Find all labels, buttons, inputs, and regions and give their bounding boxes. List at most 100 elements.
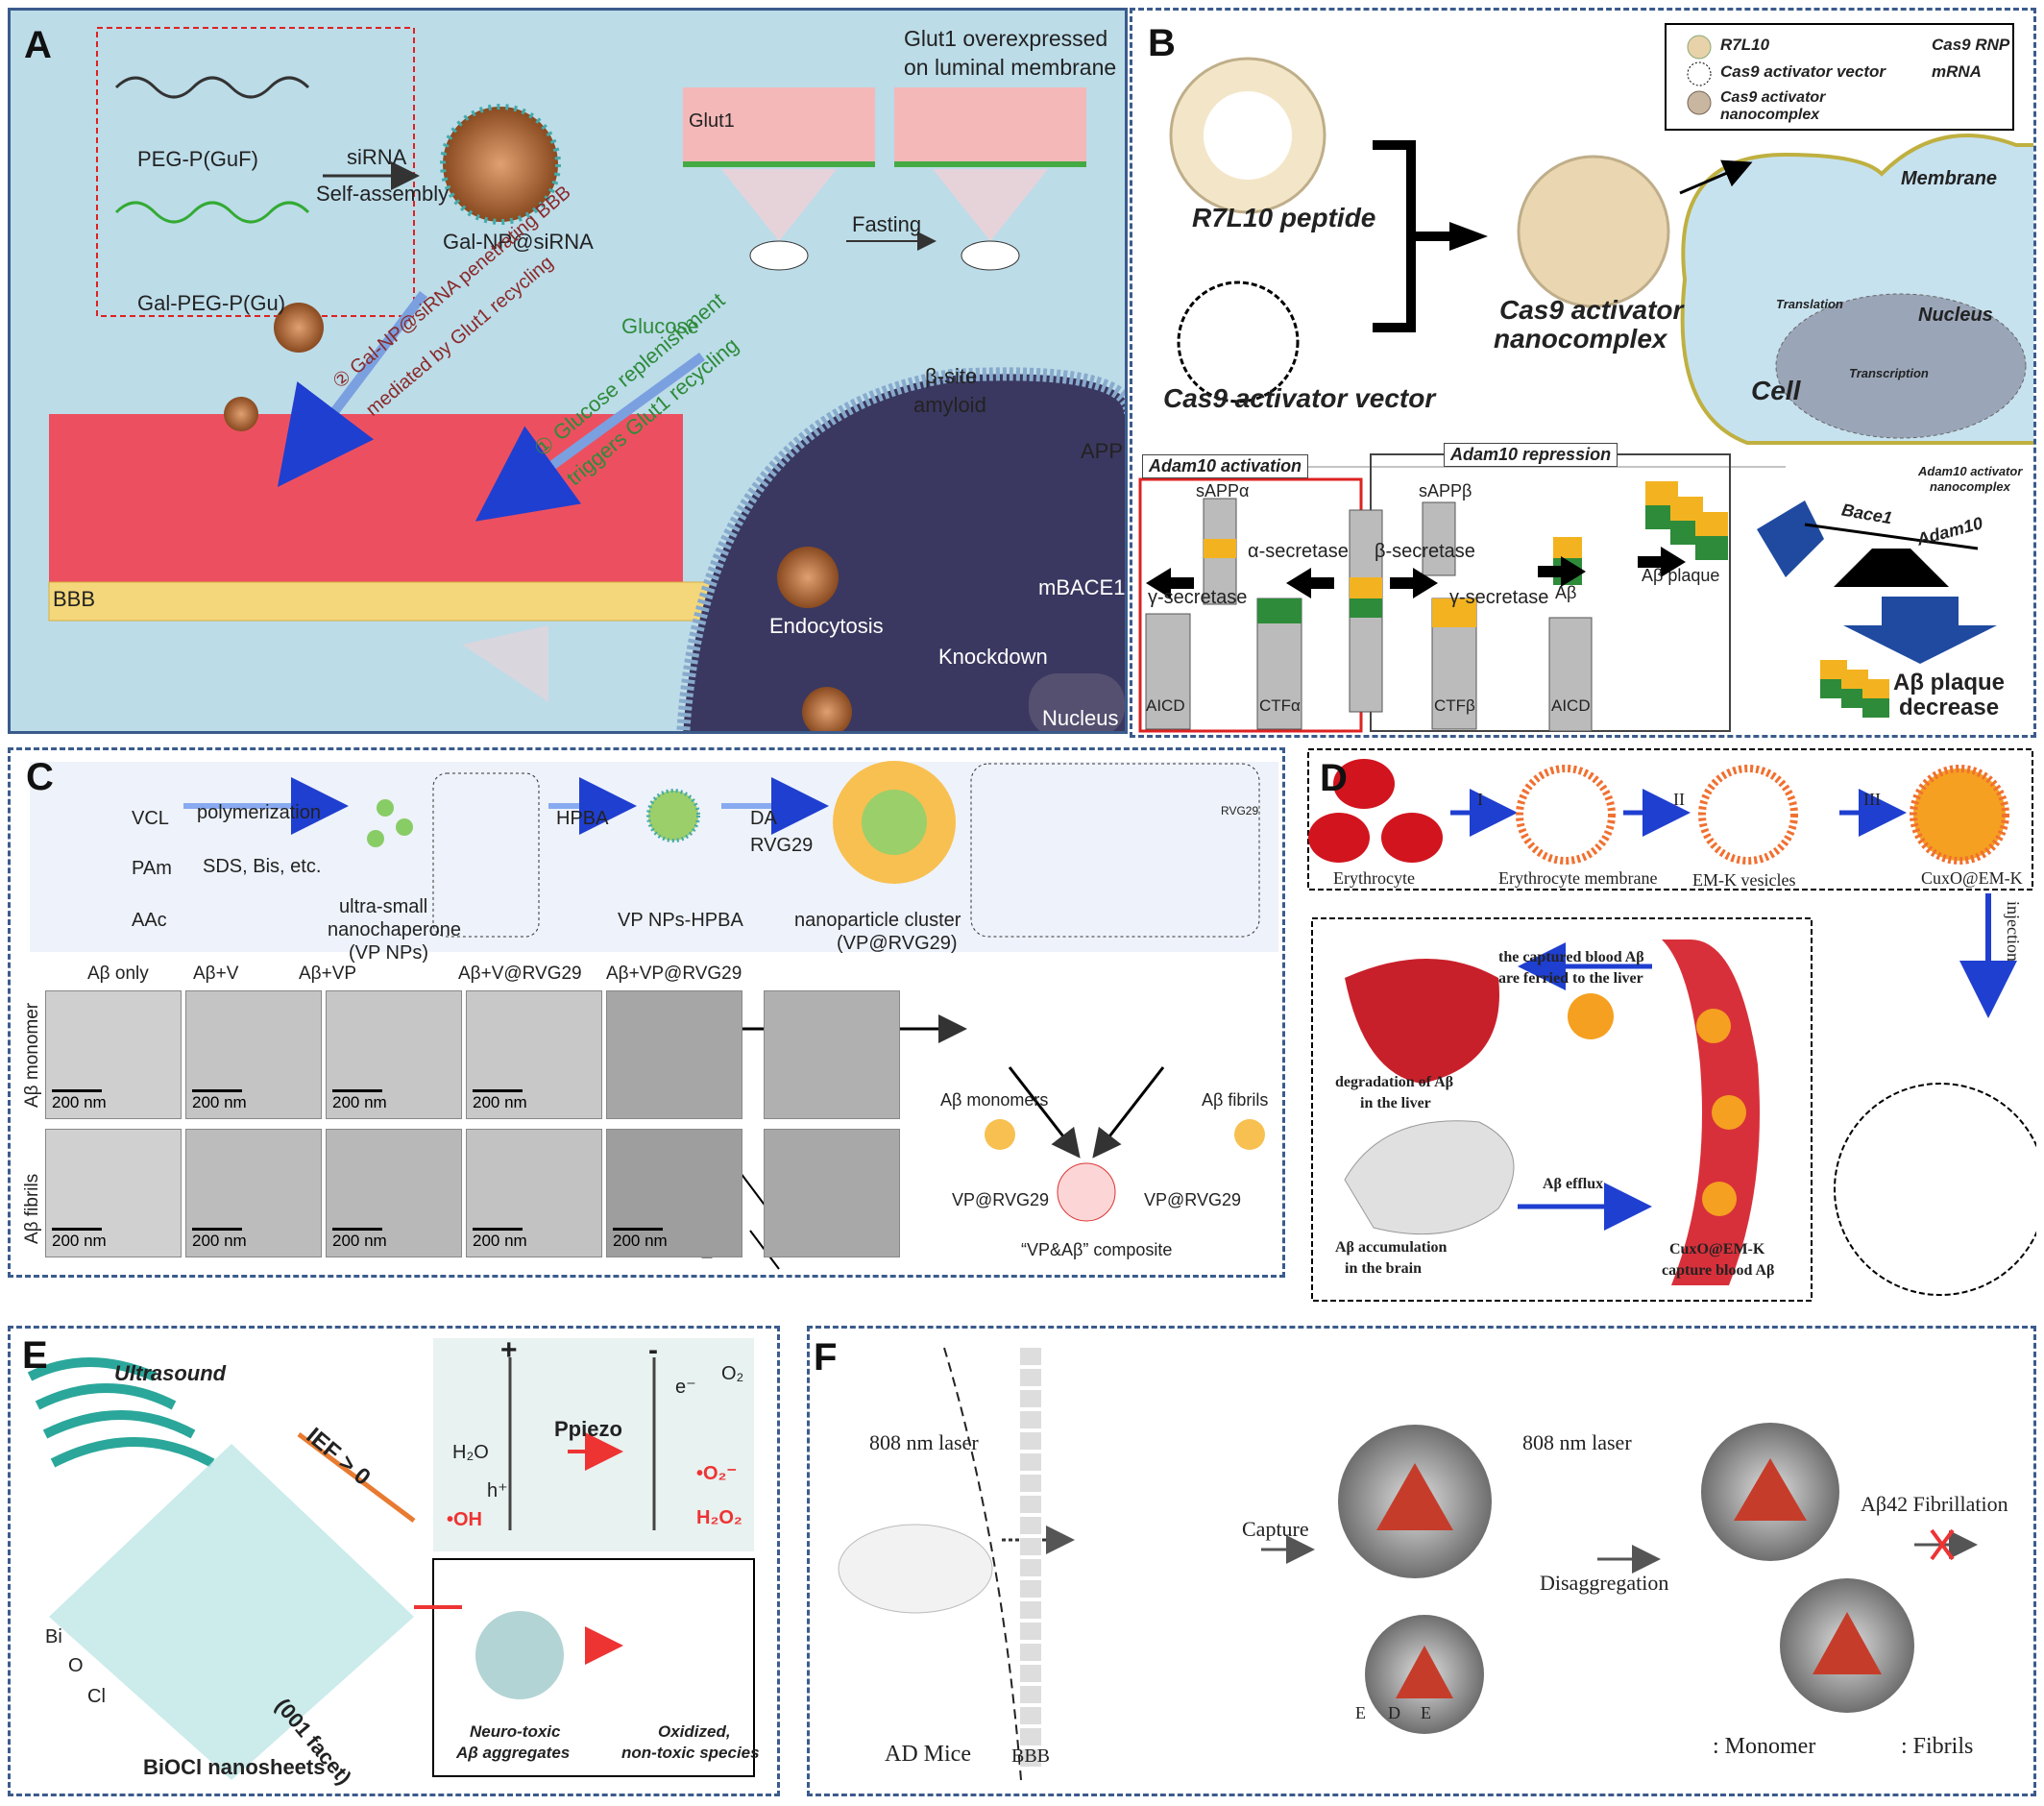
monomer-legend: : Monomer — [1713, 1734, 1816, 1759]
col-label-3: Aβ+VP — [299, 964, 357, 984]
ad-mice-label: AD Mice — [885, 1742, 971, 1767]
bbb-label-f: BBB — [1011, 1745, 1051, 1767]
aicd-left: AICD — [1146, 696, 1185, 715]
fibrillation-label: Aβ42 Fibrillation — [1861, 1492, 2008, 1516]
tem-image: 200 nm — [185, 1129, 322, 1257]
fasting-label: Fasting — [852, 212, 922, 236]
ab-plaque-label: Aβ plaque — [1642, 566, 1720, 585]
tem-image — [606, 990, 742, 1119]
o2rad-label: •O₂⁻ — [696, 1463, 738, 1484]
r7l10-peptide-label: R7L10 peptide — [1192, 203, 1376, 232]
app-label: APP — [1081, 439, 1124, 463]
decrease-line2: decrease — [1899, 695, 2000, 720]
tem-image: 200 nm — [185, 990, 322, 1119]
reagents-label: SDS, Bis, etc. — [203, 856, 322, 877]
self-assembly-label: Self-assembly — [316, 182, 450, 206]
nano-label-line2: nanocomplex — [1494, 324, 1667, 354]
ctfa-label: CTFα — [1259, 696, 1301, 715]
ppiezo-label: Ppiezo — [554, 1417, 622, 1441]
gamma-secretase-right: γ-secretase — [1449, 587, 1549, 608]
row-label-1: Aβ monomer — [22, 1002, 42, 1108]
o-label: O — [68, 1655, 84, 1676]
legend-r7l10: R7L10 — [1720, 36, 1770, 54]
hplus-label: h⁺ — [487, 1480, 508, 1501]
balance-nano-line2: nanocomplex — [1930, 479, 2010, 494]
rvg29-label: RVG29 — [750, 835, 814, 856]
scale-bar: 200 nm — [192, 1228, 247, 1250]
panel-d: D Erythrocyte Erythrocyte membrane EM-K … — [1306, 747, 2036, 1320]
legend-rnp: Cas9 RNP — [1932, 36, 2010, 54]
disaggregation-label: Disaggregation — [1540, 1571, 1669, 1595]
scale-bar: 200 nm — [52, 1089, 107, 1111]
laser-label-2: 808 nm laser — [1522, 1430, 1632, 1454]
oxid-line1: Oxidized, — [658, 1722, 731, 1741]
ab-fibrils-label: Aβ fibrils — [1202, 1090, 1269, 1110]
nanosheets-label: BiOCl nanosheets — [143, 1755, 326, 1779]
panel-a-art — [48, 27, 1125, 731]
cl-label: Cl — [87, 1686, 106, 1707]
sirna-label: siRNA — [347, 145, 407, 169]
membrane-label-d: Erythrocyte membrane — [1498, 868, 1658, 888]
scale-bar: 200 nm — [473, 1089, 527, 1111]
ctfb-label: CTFβ — [1434, 696, 1475, 715]
panel-d-art — [1307, 748, 2036, 1302]
legend-vector: Cas9 activator vector — [1720, 62, 1886, 81]
da-label: DA — [750, 808, 777, 829]
domain-e2: E — [1421, 1703, 1431, 1722]
composite-label: “VP&Aβ” composite — [1021, 1240, 1173, 1259]
scale-bar: 200 nm — [332, 1089, 387, 1111]
tem-zoom-image — [764, 990, 900, 1119]
polymer1-label: PEG-P(GuF) — [137, 147, 258, 171]
o2-label: O₂ — [721, 1363, 744, 1384]
ab-label: Aβ — [1555, 583, 1577, 602]
col-label-5: Aβ+VP@RVG29 — [606, 964, 742, 984]
injection-label: injection — [2004, 901, 2023, 962]
tem-image: 200 nm — [466, 990, 602, 1119]
knockdown-label: Knockdown — [938, 645, 1048, 669]
efflux-label: Aβ efflux — [1543, 1176, 1604, 1192]
beta-site-line1: β-site — [925, 364, 978, 388]
beta-secretase-label: β-secretase — [1375, 541, 1475, 562]
tem-image: 200 nm — [45, 1129, 182, 1257]
plus-sign: + — [500, 1334, 518, 1366]
tem-image: 200 nm — [326, 1129, 462, 1257]
panel-b: B R7L10 Cas9 activator vector Cas9 activ… — [1130, 8, 2036, 738]
tem-image: 200 nm — [326, 990, 462, 1119]
capture-label: Capture — [1242, 1517, 1309, 1541]
panel-e-art — [27, 1338, 755, 1780]
col-label-1: Aβ only — [87, 964, 149, 984]
degradation-line1: degradation of Aβ — [1335, 1074, 1454, 1090]
vp-rvg29-left: VP@RVG29 — [952, 1190, 1049, 1209]
glut1-label: Glut1 — [689, 110, 735, 132]
vcl-label: VCL — [132, 808, 169, 829]
vp-rvg29-right: VP@RVG29 — [1144, 1190, 1241, 1209]
laser-label-1: 808 nm laser — [869, 1430, 979, 1454]
mbace1-label: mBACE1 — [1038, 575, 1126, 599]
translation-label: Translation — [1776, 297, 1843, 311]
pam-label: PAm — [132, 858, 172, 879]
panel-f: F 808 nm laser 808 nm laser Capture Disa… — [807, 1326, 2036, 1796]
tem-image: 200 nm — [606, 1129, 742, 1257]
panel-a-letter: A — [24, 24, 52, 66]
domain-d: D — [1388, 1703, 1400, 1722]
bbb-label: BBB — [53, 587, 96, 611]
scale-bar: 200 nm — [473, 1228, 527, 1250]
legend-mrna: mRNA — [1932, 62, 1982, 81]
panel-d-letter: D — [1320, 757, 1348, 799]
nano-label-line1: Cas9 activator — [1499, 295, 1684, 325]
step-i: I — [1477, 790, 1483, 809]
capture-line1: CuxO@EM-K — [1669, 1241, 1765, 1257]
panel-c-art — [30, 761, 1278, 1270]
chem-rvg29-label: RVG29 — [1221, 804, 1259, 818]
cell-label: Cell — [1751, 376, 1801, 405]
panel-e-letter: E — [22, 1334, 48, 1377]
panel-c-letter: C — [26, 756, 54, 798]
panel-b-letter: B — [1148, 22, 1176, 64]
step-ii: II — [1673, 790, 1685, 809]
eminus-label: e⁻ — [675, 1377, 696, 1398]
vector-label: Cas9 activator vector — [1163, 383, 1436, 413]
tem-image: 200 nm — [466, 1129, 602, 1257]
fibrils-legend: : Fibrils — [1901, 1734, 1974, 1759]
decrease-line1: Aβ plaque — [1893, 670, 2005, 696]
aicd-right: AICD — [1551, 696, 1591, 715]
